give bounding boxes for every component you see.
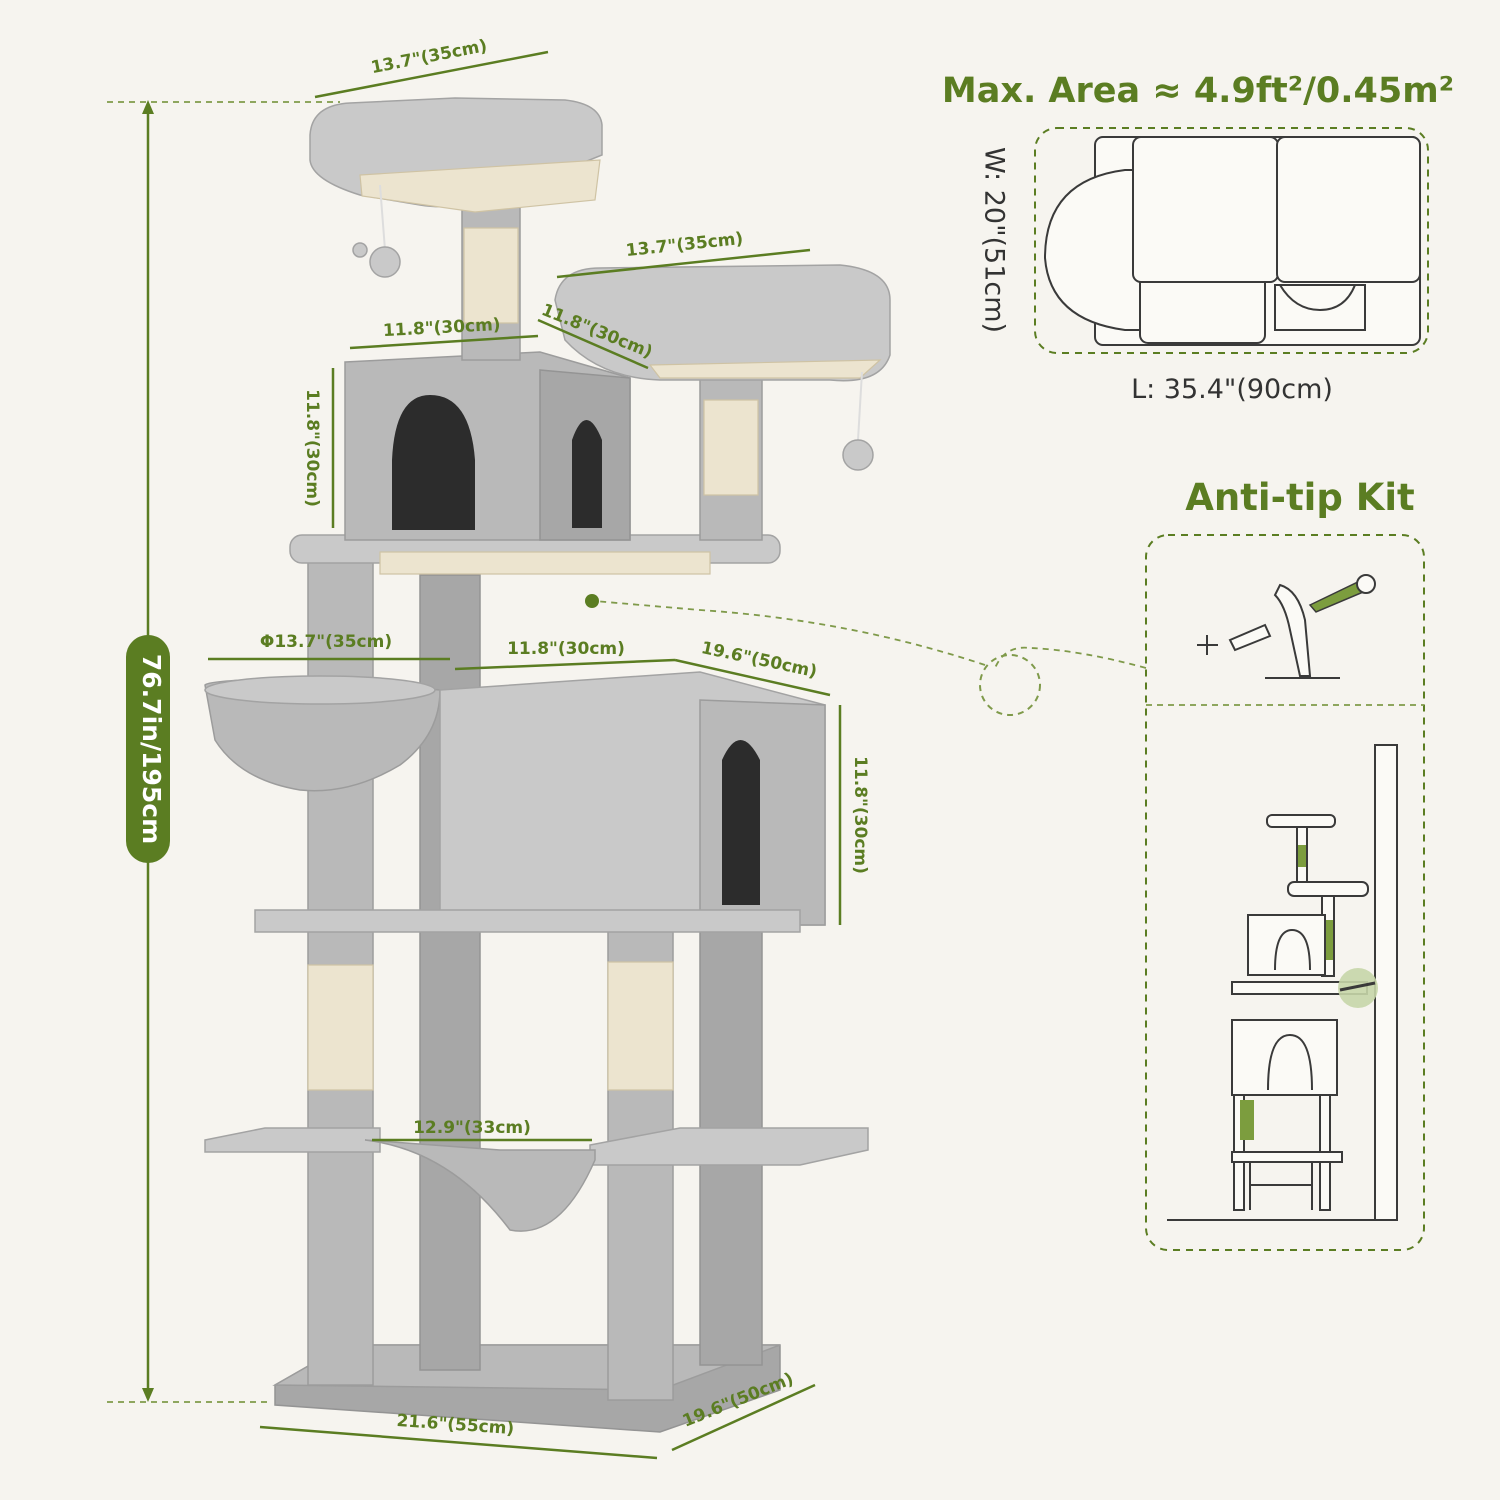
upper-condo-entrance [392,395,475,530]
condo-entrance [722,740,760,905]
anti-tip-wall-diagram [1167,744,1398,1221]
dim-top-platform-width: 13.7"(35cm) [369,36,488,78]
width-label: W: 20"(51cm) [979,147,1010,333]
dim-lower-condo-depth: 19.6"(50cm) [699,638,818,682]
footprint-drawing [1043,136,1421,346]
hanging-toy-ball [842,439,874,471]
height-badge [126,635,170,863]
dim-basket-diameter: Φ13.7"(35cm) [260,632,392,652]
anti-tip-title: Anti-tip Kit [1185,476,1414,519]
sisal-wrap [307,964,374,1091]
second-platform [554,264,891,382]
upper-condo-side-hole [572,420,602,528]
anti-tip-panel [1145,534,1425,1251]
dim-upper-condo-height: 11.8"(30cm) [302,389,322,507]
footprint-panel [1034,127,1429,354]
anti-tip-anchor-point [585,594,599,608]
anti-tip-hardware [1197,574,1376,679]
hammock-platform-left [204,1127,381,1153]
anti-tip-section: Anti-tip Kit [585,476,1425,1251]
max-area-section: Max. Area ≈ 4.9ft²/0.45m² W: 20"(51cm) L… [942,71,1454,405]
height-badge-label: 76.7in/195cm [137,654,166,844]
max-area-title: Max. Area ≈ 4.9ft²/0.45m² [942,71,1454,111]
hammock [364,1139,596,1232]
dim-lower-condo-width: 11.8"(30cm) [507,639,625,659]
hanging-toy-ball [369,246,401,278]
length-label: L: 35.4"(90cm) [1131,374,1333,405]
cat-tree-illustration [204,97,891,1433]
sisal-wrap [607,961,674,1091]
lower-platform [254,909,801,933]
dim-second-platform-width: 13.7"(35cm) [625,229,744,261]
dim-hammock-width: 12.9"(33cm) [413,1118,531,1138]
dim-lower-condo-height: 11.8"(30cm) [850,756,870,874]
